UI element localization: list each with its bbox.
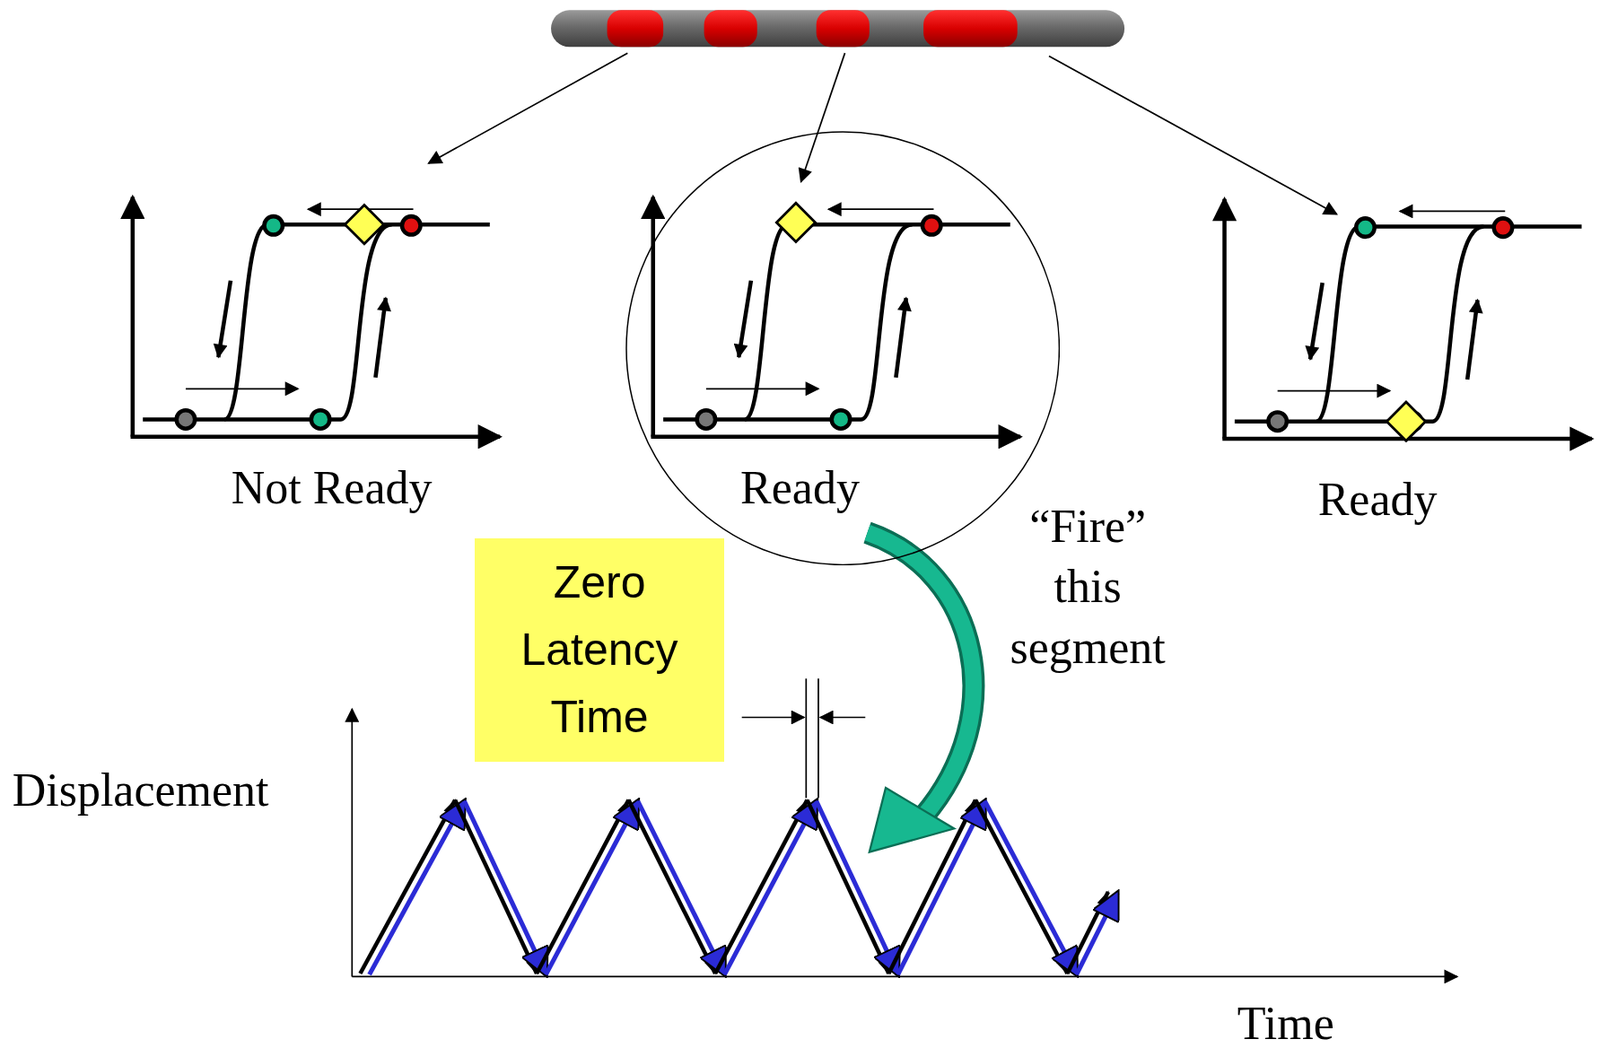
- axis-label: Displacement: [12, 760, 270, 822]
- response-segment: [369, 801, 465, 975]
- command-segment: [628, 800, 716, 974]
- displacement-wave: [359, 800, 1118, 975]
- state-label: Ready: [740, 457, 860, 519]
- state-diamond: [1386, 402, 1426, 441]
- state-diamond: [776, 202, 815, 242]
- response-segment: [724, 801, 816, 975]
- fire-note: “Fire” this segment: [1010, 495, 1166, 678]
- command-segment: [975, 800, 1067, 974]
- command-segment: [715, 800, 807, 974]
- response-segment: [638, 801, 726, 975]
- selection-circle: Ready: [625, 131, 1060, 566]
- response-segment: [545, 801, 638, 975]
- response-segment: [463, 801, 546, 975]
- leader-arrows: [428, 52, 1338, 215]
- actuator-rod: [550, 9, 1125, 47]
- box-text: Zero Latency Time: [520, 549, 678, 752]
- state-label: Ready: [1318, 469, 1438, 531]
- hysteresis-plots: [131, 196, 1592, 441]
- state-label: Not Ready: [231, 457, 433, 519]
- command-segment: [888, 800, 976, 974]
- response-segment: [1076, 892, 1118, 975]
- response-segment: [898, 801, 986, 975]
- state-diamond: [344, 205, 384, 245]
- command-segment: [454, 800, 537, 974]
- command-segment: [806, 800, 889, 974]
- hysteresis-plot: [650, 196, 1021, 437]
- highlight-box: Zero Latency Time: [474, 538, 726, 762]
- latency-marker: [742, 678, 866, 798]
- hysteresis-plot: [131, 196, 501, 437]
- hysteresis-plot: [1222, 199, 1592, 442]
- response-segment: [816, 801, 899, 975]
- axis-label: Time: [1237, 993, 1335, 1048]
- fire-arrow: [867, 533, 974, 853]
- command-segment: [359, 800, 455, 974]
- response-segment: [984, 801, 1076, 975]
- command-segment: [536, 800, 629, 974]
- command-segment: [1066, 891, 1108, 974]
